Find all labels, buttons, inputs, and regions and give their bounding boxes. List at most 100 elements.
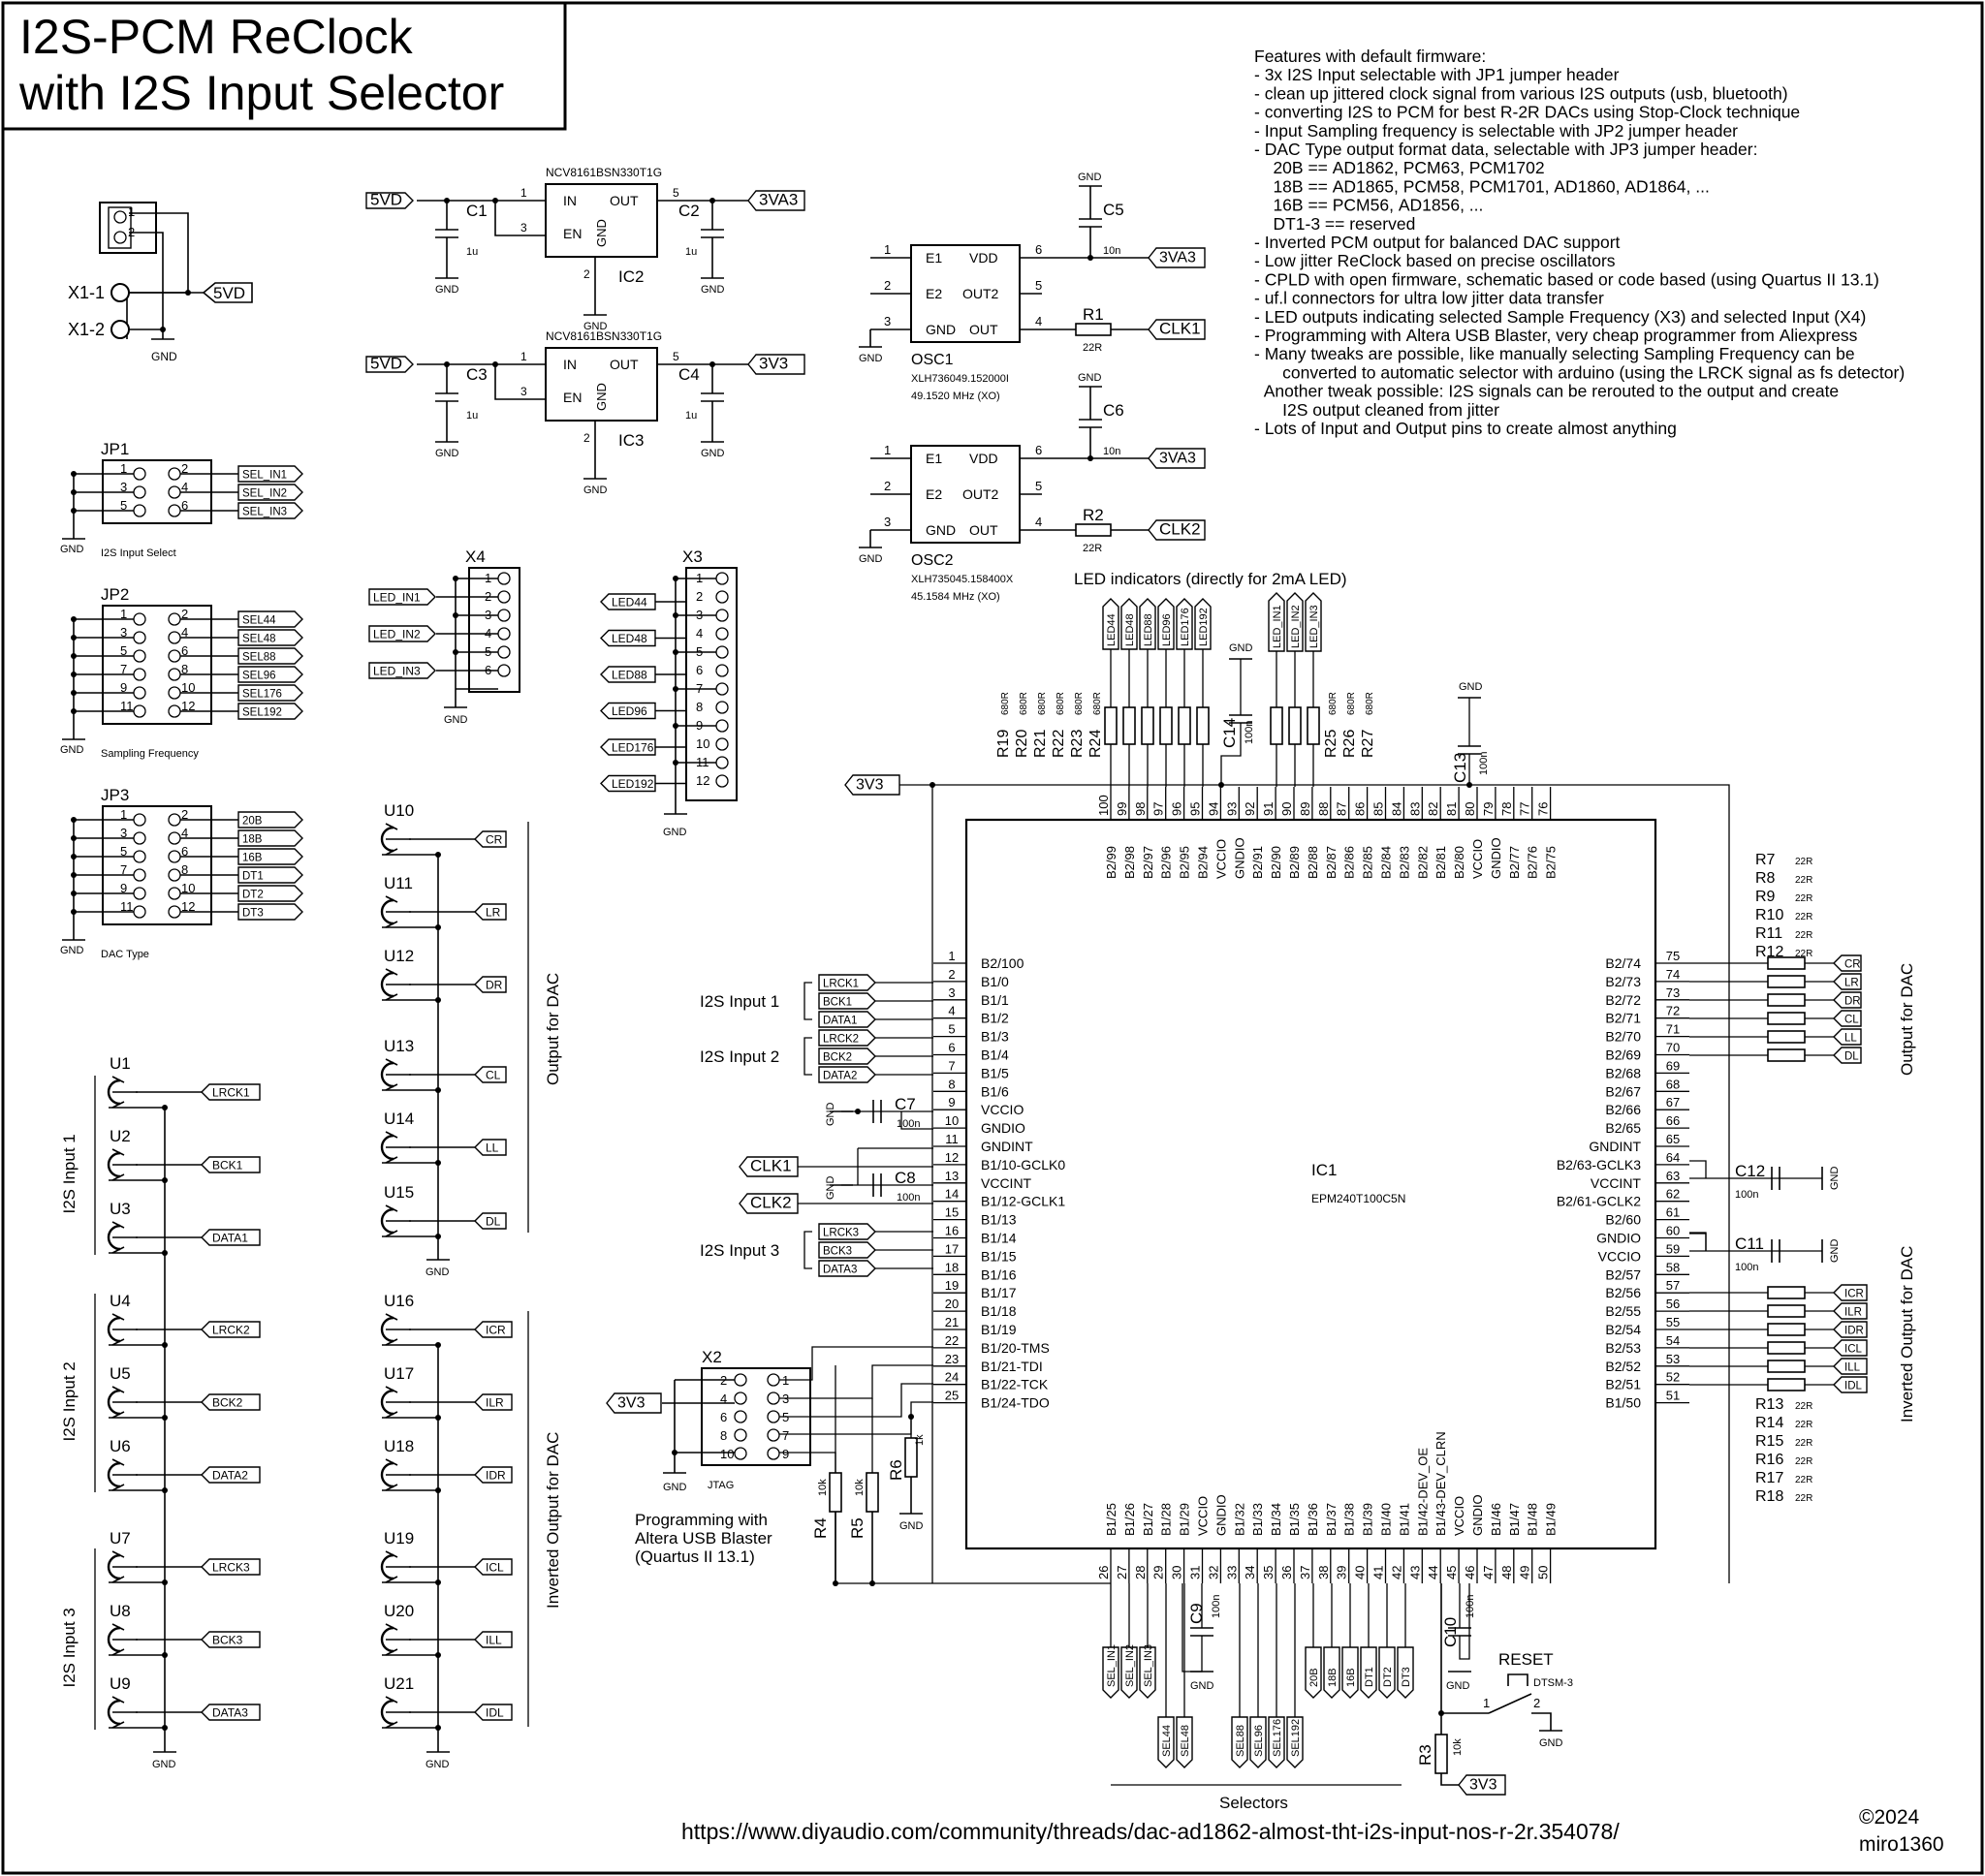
jtag-rail-flag: 3V3 — [617, 1395, 646, 1412]
cpld-pin-name: B2/61-GCLK2 — [1557, 1194, 1641, 1209]
x3-net: LED176 — [612, 741, 654, 755]
cpld-pin-name: B1/5 — [981, 1065, 1009, 1080]
cpld-pin-number: 48 — [1499, 1566, 1514, 1579]
jp2-net: SEL176 — [242, 689, 282, 701]
title-line-1: I2S-PCM ReClock — [19, 10, 414, 64]
cpld-pin-number: 4 — [948, 1004, 955, 1018]
cpld-pin-name: B1/42-DEV_OE — [1415, 1448, 1430, 1536]
cpld-pin-number: 80 — [1463, 802, 1477, 816]
cpld-pin-number: 47 — [1481, 1566, 1496, 1579]
x3-connector — [685, 567, 738, 801]
pin-number: 3 — [520, 385, 527, 398]
selector-net: 16B — [1345, 1668, 1357, 1687]
jtag-pin-number: 9 — [782, 1447, 789, 1461]
cpld-pin-number: 67 — [1666, 1095, 1680, 1110]
cpld-input-group-label: I2S Input 1 — [700, 992, 779, 1011]
ufl-ref: U3 — [110, 1200, 131, 1218]
feature-line: - Many tweaks are possible, like manuall… — [1254, 344, 1855, 363]
cpld-pin-name: B2/98 — [1122, 846, 1137, 879]
jp2-net: SEL44 — [242, 615, 276, 627]
cpld-inverted-label: Inverted Output for DAC — [1898, 1246, 1916, 1423]
cpld-pin-number: 77 — [1518, 802, 1532, 816]
cpld-pin-number: 2 — [948, 967, 955, 982]
ufl-output-net: CR — [486, 833, 503, 847]
cpld-pin-name: B2/88 — [1306, 846, 1320, 879]
cpld-pin-name: B2/57 — [1605, 1266, 1641, 1282]
cpld-pin-name: B2/99 — [1104, 846, 1119, 879]
gnd-label: GND — [435, 448, 459, 459]
gnd-label: GND — [1459, 681, 1483, 693]
gnd-label: GND — [1829, 1167, 1841, 1191]
gnd-label: GND — [1229, 642, 1253, 654]
cpld-input-net: DATA1 — [823, 1016, 857, 1027]
cpld-pin-number: 53 — [1666, 1352, 1680, 1366]
led-fs-net: LED88 — [1143, 613, 1154, 646]
jumper-pin-number: 5 — [120, 844, 127, 859]
resistor-ref: R2 — [1083, 506, 1104, 524]
resistor-ref: R27 — [1360, 730, 1376, 758]
cpld-input-net: BCK2 — [823, 1052, 852, 1064]
cpld-pin-number: 55 — [1666, 1315, 1680, 1329]
cpld-pin-name: B2/52 — [1605, 1359, 1641, 1374]
cpld-pin-number: 45 — [1444, 1566, 1459, 1579]
resistor-value: 10k — [854, 1479, 866, 1496]
ufl-input-net: DATA3 — [212, 1706, 248, 1720]
cpld-pin-number: 62 — [1666, 1187, 1680, 1202]
resistor-value: 680R — [1092, 692, 1103, 715]
cpld-pin-name: B1/43-DEV_CLRN — [1434, 1431, 1448, 1536]
cpld-pin-number: 70 — [1666, 1041, 1680, 1055]
selectors-caption: Selectors — [1219, 1794, 1288, 1812]
title-block: I2S-PCM ReClock with I2S Input Selector — [1, 1, 567, 131]
cpld-pin-name: B2/55 — [1605, 1303, 1641, 1319]
resistor-ref: R12 — [1755, 944, 1783, 960]
cpld-pin-name: B2/51 — [1605, 1377, 1641, 1392]
resistor-ref: R14 — [1755, 1415, 1783, 1431]
resistor-ref: R5 — [848, 1517, 866, 1539]
jp1-net: SEL_IN3 — [242, 507, 287, 518]
jtag-pin-number: 8 — [720, 1428, 727, 1443]
gnd-label: GND — [583, 321, 608, 332]
cpld-pin-name: B1/48 — [1526, 1503, 1540, 1536]
jtag-note: Altera USB Blaster — [635, 1529, 772, 1548]
x3-net: LED192 — [612, 777, 654, 791]
cpld-pin-name: B2/83 — [1397, 846, 1411, 879]
resistor-ref: R15 — [1755, 1433, 1783, 1450]
cpld-input-net: DATA3 — [823, 1265, 857, 1276]
cpld-pin-name: B1/22-TCK — [981, 1377, 1049, 1392]
cpld-pin-number: 15 — [945, 1205, 959, 1220]
jumper-pin-number: 3 — [120, 480, 127, 494]
selector-net: SEL_IN2 — [1124, 1644, 1136, 1687]
pin-name: OUT — [969, 322, 998, 337]
pin-name: OUT2 — [962, 486, 999, 502]
capacitor-ref: C2 — [678, 202, 700, 220]
selector-net: 18B — [1327, 1668, 1339, 1687]
cpld-pin-number: 22 — [945, 1333, 959, 1348]
resistor-value: 680R — [1000, 692, 1011, 715]
capacitor-ref: C5 — [1103, 201, 1124, 219]
jumper-pin-number: 6 — [181, 844, 188, 859]
cpld-output-net: DR — [1844, 996, 1861, 1008]
jumper-pin-number: 10 — [181, 881, 195, 895]
cpld-pin-name: VCCIO — [1213, 839, 1228, 879]
cpld-input-net: LRCK1 — [823, 979, 859, 990]
resistor-value: 680R — [1019, 692, 1029, 715]
pin-name: E2 — [926, 286, 942, 301]
resistor-ref: R7 — [1755, 852, 1776, 868]
resistor-value: 680R — [1056, 692, 1066, 715]
osc-rail-flag: 3VA3 — [1159, 250, 1196, 266]
ufl-ref: U4 — [110, 1292, 131, 1310]
ufl-ref: U5 — [110, 1364, 131, 1383]
resistor-ref: R22 — [1051, 730, 1067, 758]
feature-line: - Programming with Altera USB Blaster, v… — [1254, 326, 1858, 345]
x1-1-terminal — [110, 283, 130, 302]
jumper-pin-number: 11 — [120, 699, 134, 713]
jtag-pin-number: 4 — [720, 1391, 727, 1406]
cpld-pin-number: 97 — [1151, 802, 1166, 816]
x4-name: X4 — [465, 547, 486, 566]
cpld-pin-number: 42 — [1389, 1566, 1403, 1579]
cpld-pin-number: 27 — [1115, 1566, 1129, 1579]
x4-net: LED_IN3 — [373, 665, 421, 678]
pin-name: GND — [594, 383, 609, 411]
jp3-net: 18B — [242, 834, 263, 846]
